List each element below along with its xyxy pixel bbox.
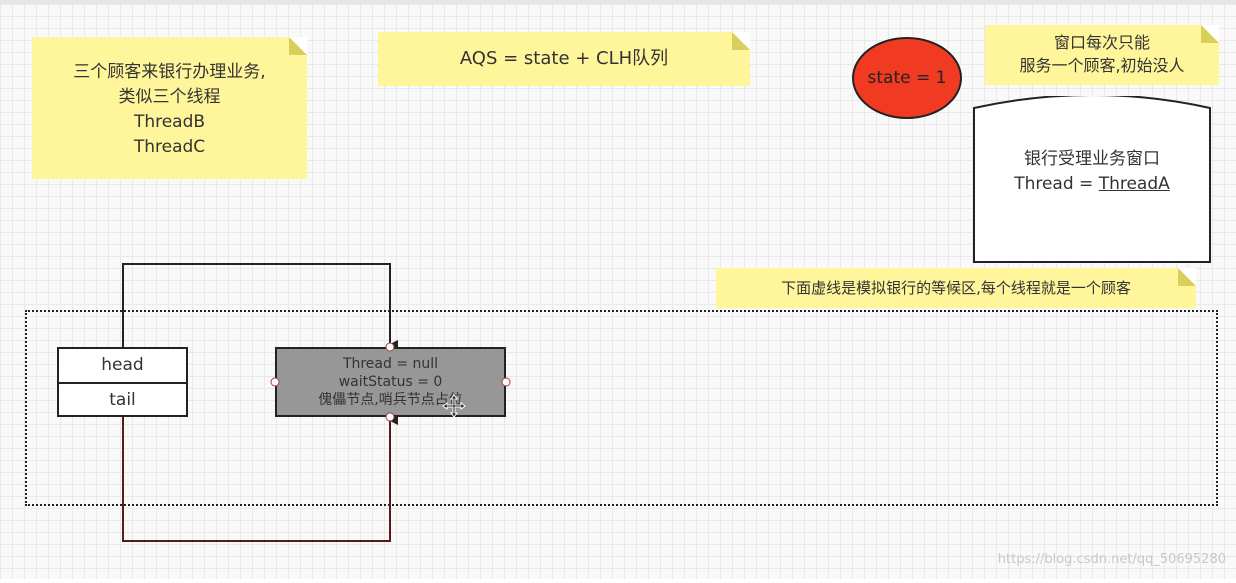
note-customers-line1: 三个顾客来银行办理业务, (73, 62, 266, 82)
note-customers-line3: ThreadB (133, 112, 206, 132)
bank-window-shape[interactable] (972, 96, 1212, 264)
bank-window-thread: Thread = ThreadA (972, 172, 1212, 197)
head-cell: head (59, 349, 186, 384)
bank-window-thread-value: ThreadA (1098, 174, 1170, 194)
note-fold-shadow (732, 32, 750, 50)
handle-top (385, 342, 395, 352)
move-cursor-icon (442, 394, 466, 418)
note-queue-text: 下面虚线是模拟银行的等候区,每个线程就是一个顾客 (781, 279, 1131, 297)
note-window-line2: 服务一个顾客,初始没人 (1019, 56, 1185, 75)
waiting-area[interactable] (25, 310, 1218, 506)
head-pointer-line (122, 263, 398, 350)
state-circle[interactable]: state = 1 (852, 37, 962, 119)
note-fold-shadow (289, 37, 307, 55)
tail-pointer-line (122, 415, 398, 542)
bank-window-thread-prefix: Thread = (1014, 174, 1099, 194)
head-tail-box[interactable]: head tail (57, 347, 188, 417)
dummy-node[interactable]: Thread = null waitStatus = 0 傀儡节点,哨兵节点占位 (275, 347, 506, 417)
note-window-line1: 窗口每次只能 (1053, 33, 1150, 52)
note-fold-shadow (1178, 268, 1196, 286)
node-links (122, 263, 398, 542)
handle-left (270, 377, 280, 387)
selection-handles (270, 342, 511, 422)
note-aqs[interactable]: AQS = state + CLH队列 (378, 32, 750, 86)
note-window[interactable]: 窗口每次只能 服务一个顾客,初始没人 (985, 25, 1219, 85)
tail-cell: tail (109, 390, 136, 410)
note-customers-line4: ThreadC (133, 137, 206, 157)
bank-window-label: 银行受理业务窗口 Thread = ThreadA (972, 147, 1212, 197)
note-queue[interactable]: 下面虚线是模拟银行的等候区,每个线程就是一个顾客 (716, 268, 1196, 308)
bank-window-title: 银行受理业务窗口 (1024, 149, 1160, 169)
note-aqs-text: AQS = state + CLH队列 (459, 48, 669, 69)
dummy-node-waitstatus: waitStatus = 0 (338, 374, 443, 390)
note-customers-line2: 类似三个线程 (118, 87, 221, 107)
dummy-node-thread: Thread = null (342, 356, 439, 372)
watermark: https://blog.csdn.net/qq_50695280 (997, 552, 1226, 567)
handle-bottom (385, 412, 395, 422)
note-fold-shadow (1201, 25, 1219, 43)
dummy-node-desc: 傀儡节点,哨兵节点占位 (318, 392, 463, 408)
handle-right (501, 377, 511, 387)
note-customers[interactable]: 三个顾客来银行办理业务, 类似三个线程 ThreadB ThreadC (32, 37, 307, 179)
